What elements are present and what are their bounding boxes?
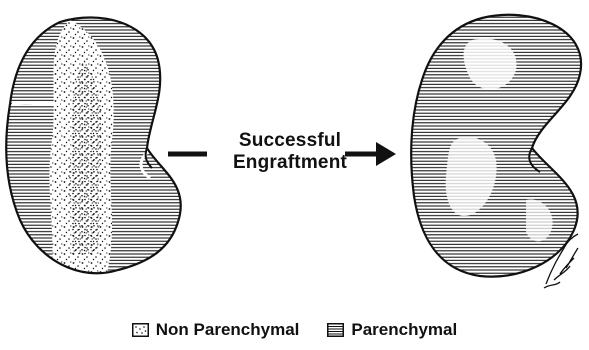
legend-label-parenchymal: Parenchymal xyxy=(351,320,457,340)
engraftment-label: Successful Engraftment xyxy=(200,130,380,174)
artist-signature xyxy=(540,228,585,290)
legend-item-non-parenchymal: Non Parenchymal xyxy=(132,320,300,340)
legend-item-parenchymal: Parenchymal xyxy=(327,320,457,340)
legend: Non Parenchymal Parenchymal xyxy=(0,317,589,343)
legend-label-non-parenchymal: Non Parenchymal xyxy=(156,320,300,340)
hatch-swatch-icon xyxy=(327,323,344,337)
left-kidney xyxy=(0,0,200,300)
label-line-2: Engraftment xyxy=(200,152,380,174)
label-line-1: Successful xyxy=(200,130,380,152)
stipple-swatch-icon xyxy=(132,323,149,337)
